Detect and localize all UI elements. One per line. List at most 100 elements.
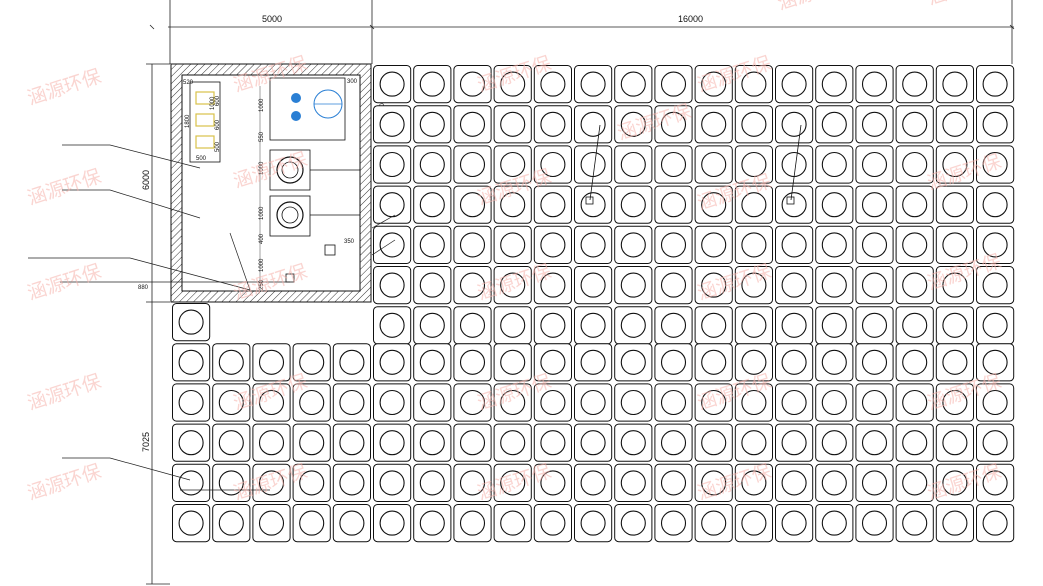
tank-module-opening <box>701 151 727 178</box>
tank-module <box>855 343 894 382</box>
tank-module-opening <box>379 151 405 178</box>
tank-module <box>373 423 412 462</box>
tank-module-opening <box>500 232 526 258</box>
tank-module <box>373 306 412 345</box>
tank-module <box>413 463 452 502</box>
tank-module-opening <box>701 272 727 298</box>
tank-module-opening <box>419 232 445 258</box>
tank-module <box>815 463 854 502</box>
tank-module-opening <box>982 111 1008 137</box>
tank-module-opening <box>500 349 526 375</box>
tank-module <box>493 266 532 305</box>
tank-module-opening <box>942 510 968 536</box>
tank-module-opening <box>660 510 687 536</box>
tank-module <box>574 383 613 422</box>
tank-module-opening <box>419 430 445 456</box>
tank-module-opening <box>982 470 1008 496</box>
tank-module <box>574 266 613 305</box>
tank-module-opening <box>660 470 687 496</box>
tank-module <box>775 65 814 104</box>
tank-module-opening <box>540 470 566 496</box>
tank-module-opening <box>982 192 1008 218</box>
tank-module <box>654 65 693 104</box>
tank-module-opening <box>459 312 486 338</box>
tank-module-opening <box>701 111 727 137</box>
tank-module <box>453 145 492 184</box>
tank-module-opening <box>660 232 687 258</box>
tank-module <box>734 306 773 345</box>
dim-600a: 600 <box>215 95 221 106</box>
tank-module-opening <box>419 111 445 137</box>
tank-module <box>734 266 773 305</box>
tank-module <box>895 105 934 144</box>
tank-module <box>694 266 733 305</box>
tank-module <box>493 383 532 422</box>
tank-module-opening <box>781 111 807 137</box>
tank-module <box>614 423 653 462</box>
tank-module-opening <box>821 389 847 416</box>
tank-module <box>413 306 452 345</box>
tank-module-opening <box>258 470 285 496</box>
tank-module-opening <box>660 111 687 137</box>
tank-module-opening <box>339 510 365 536</box>
tank-module-opening <box>982 151 1008 178</box>
tank-module <box>694 225 733 265</box>
tank-module <box>855 383 894 422</box>
tank-module <box>734 145 773 184</box>
tank-module-opening <box>540 71 566 97</box>
tank-module <box>373 463 412 502</box>
tank-module-opening <box>982 389 1008 416</box>
tank-module <box>935 306 974 345</box>
tank-module <box>976 343 1015 382</box>
tank-module-opening <box>821 349 847 375</box>
tank-module <box>172 303 211 342</box>
tank-module <box>413 383 452 422</box>
tank-module-opening <box>982 349 1008 375</box>
tank-module <box>212 383 251 422</box>
tank-module-grid <box>172 65 1015 543</box>
tank-module <box>815 105 854 144</box>
tank-module <box>815 383 854 422</box>
tank-module-opening <box>781 312 807 338</box>
tank-module <box>935 266 974 305</box>
tank-module <box>453 343 492 382</box>
tank-module-opening <box>942 192 968 218</box>
tank-module-opening <box>861 430 888 456</box>
tank-module <box>694 185 733 224</box>
tank-module <box>855 185 894 224</box>
tank-module <box>493 225 532 265</box>
tank-module <box>172 423 211 462</box>
tank-module-opening <box>861 111 888 137</box>
tank-module <box>935 65 974 104</box>
tank-module-opening <box>821 232 847 258</box>
tank-module <box>493 343 532 382</box>
tank-module-opening <box>620 312 646 338</box>
tank-module-opening <box>982 232 1008 258</box>
watermark-text: 涵源环保 <box>925 0 1004 10</box>
tank-module <box>332 383 371 422</box>
tank-module-opening <box>982 272 1008 298</box>
tank-module <box>212 423 251 462</box>
tank-module-opening <box>419 192 445 218</box>
tank-module <box>935 225 974 265</box>
tank-module-opening <box>459 389 486 416</box>
tank-module <box>935 423 974 462</box>
tank-module-opening <box>379 111 405 137</box>
tank-module-opening <box>419 151 445 178</box>
tank-module-opening <box>620 151 646 178</box>
tank-module <box>654 145 693 184</box>
tank-module-opening <box>660 349 687 375</box>
tank-module <box>574 463 613 502</box>
tank-module-opening <box>258 510 285 536</box>
tank-module <box>734 225 773 265</box>
tank-module-opening <box>660 272 687 298</box>
tank-module-opening <box>299 510 325 536</box>
tank-module-opening <box>580 232 606 258</box>
tank-module <box>694 423 733 462</box>
tank-module <box>533 266 572 305</box>
tank-module-opening <box>902 349 928 375</box>
tank-module <box>976 383 1015 422</box>
tank-module <box>453 185 492 224</box>
tank-module-opening <box>701 430 727 456</box>
tank-module-opening <box>701 312 727 338</box>
